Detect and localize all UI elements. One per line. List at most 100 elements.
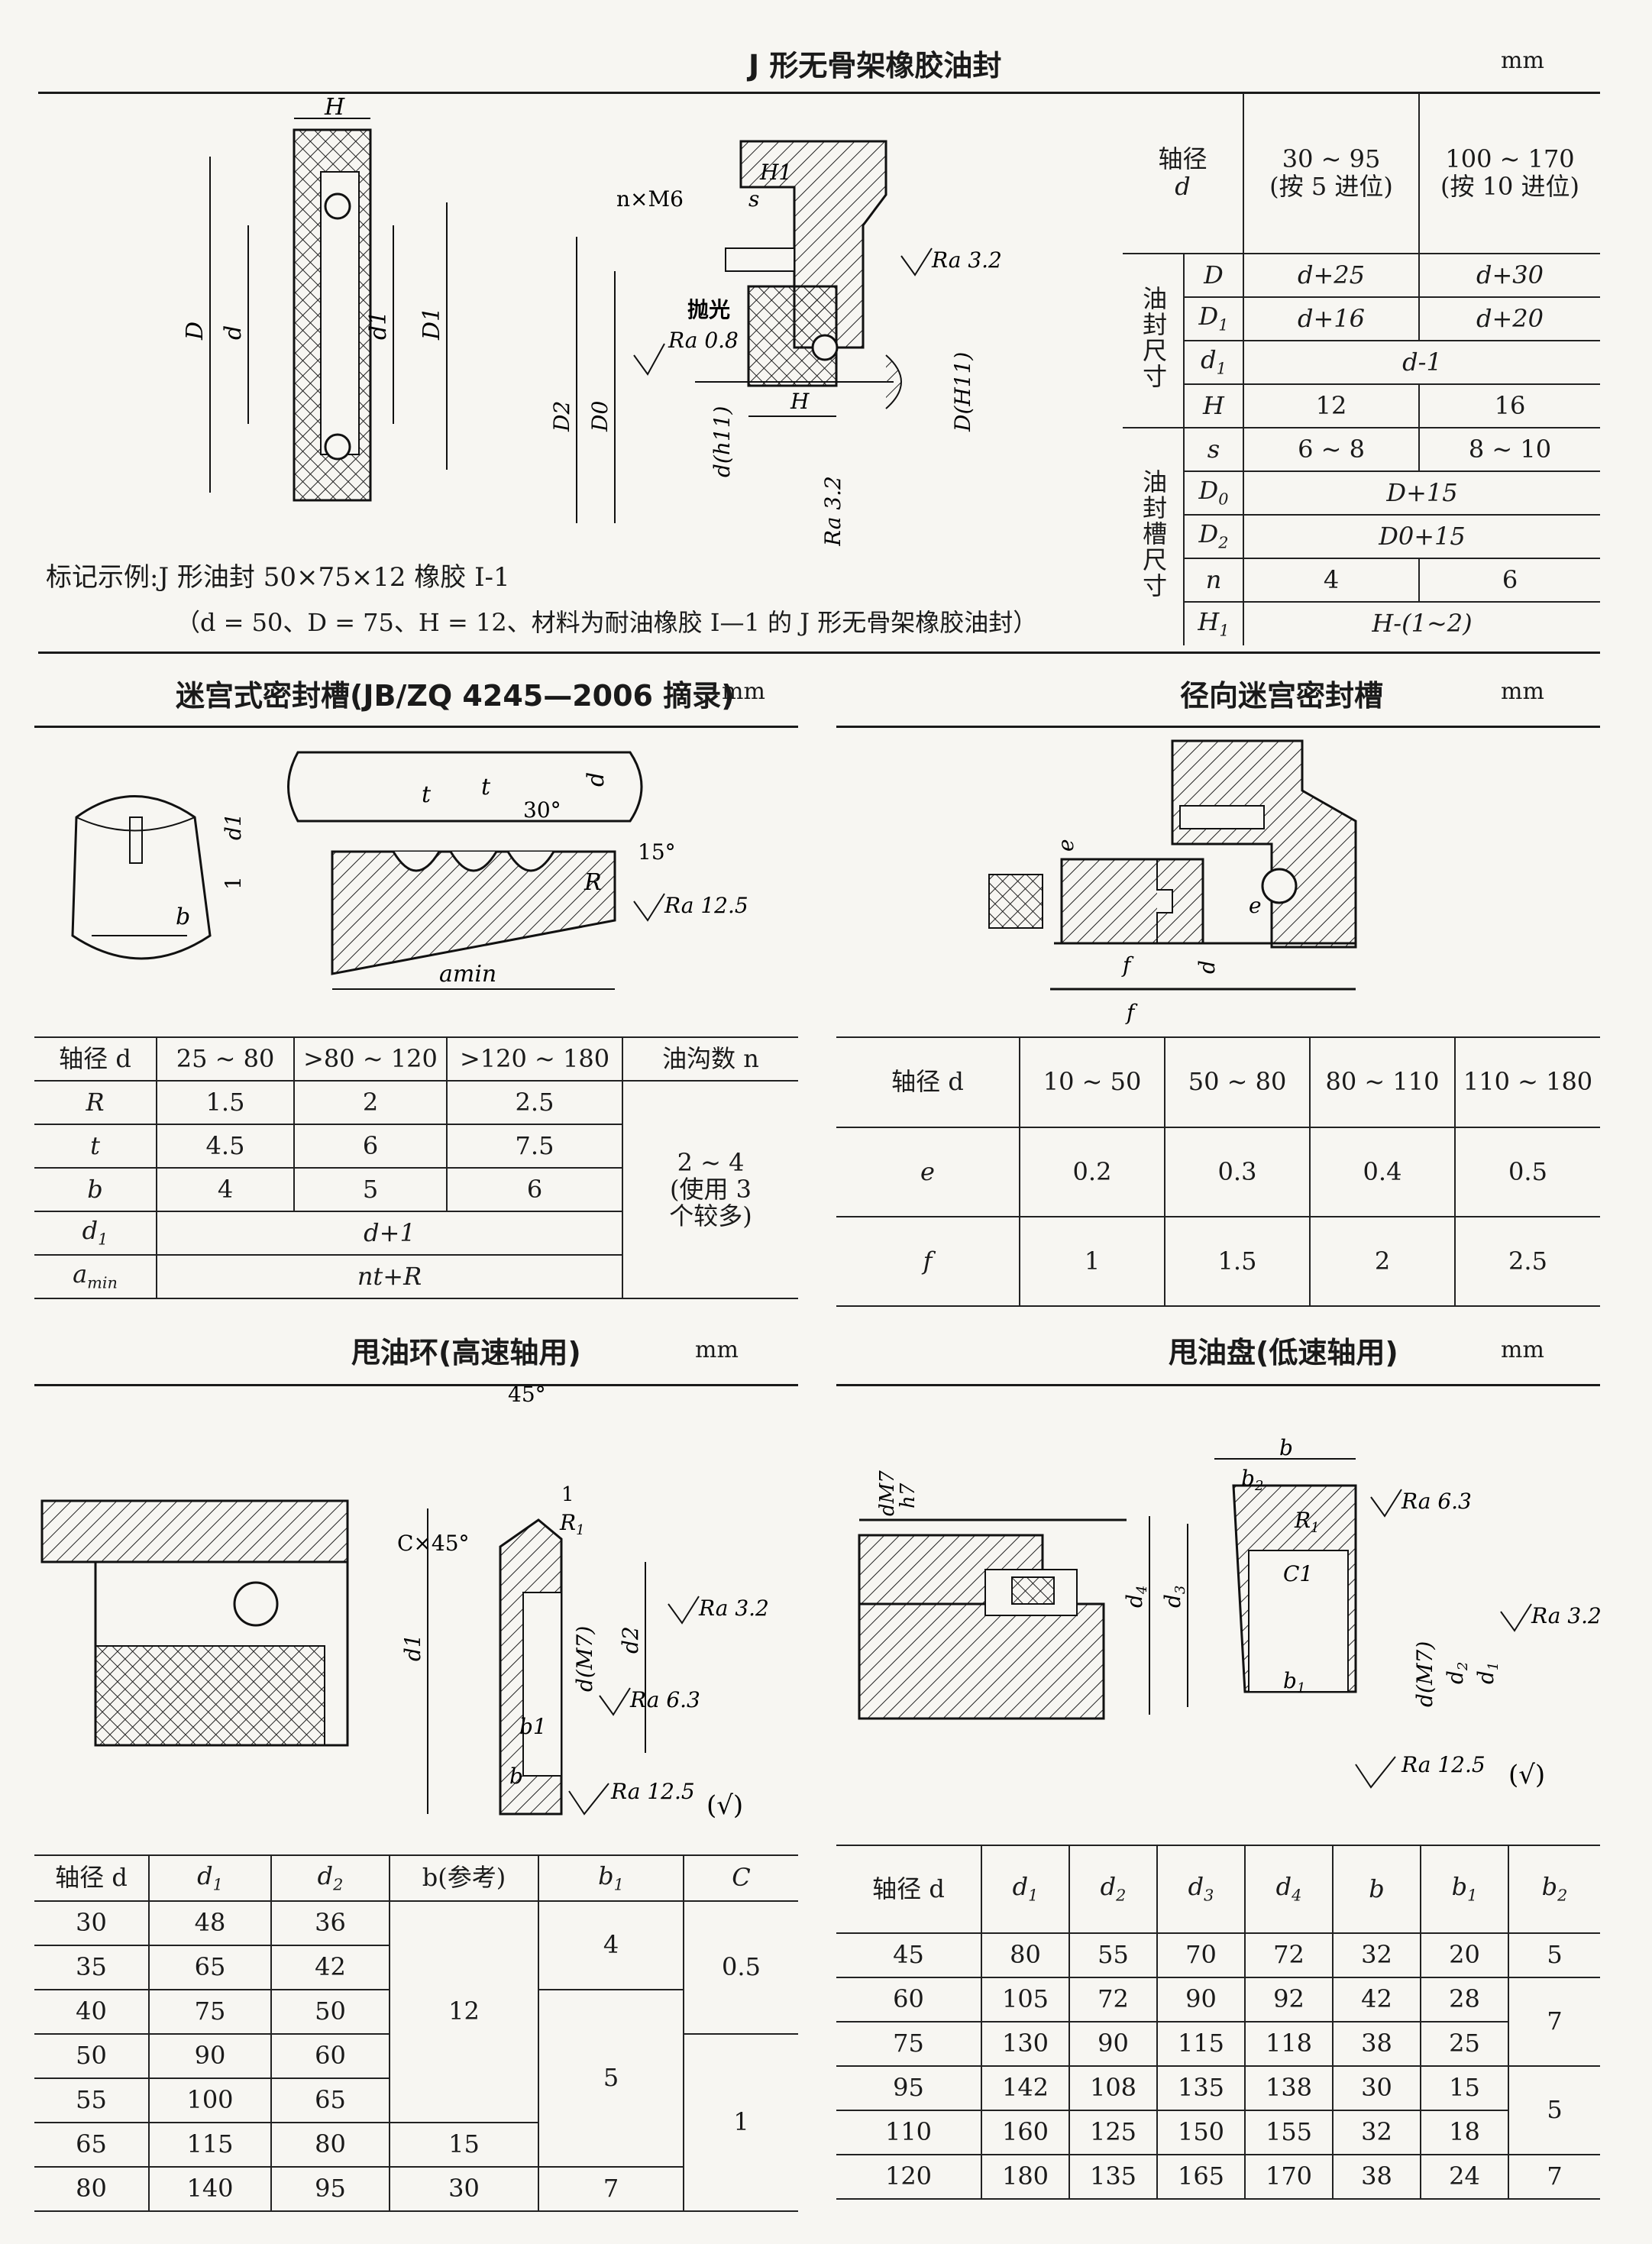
s1-head-range2: 100 ~ 170 (按 10 进位) [1418, 93, 1600, 254]
s4-b-12: 12 [389, 1900, 539, 2123]
s4-b1-5: 5 [538, 1989, 684, 2168]
s5-fig-b: b [1279, 1435, 1293, 1460]
table-row: 45 80 55 70 72 32 20 5 [836, 1932, 1600, 1978]
table-cell: 110 [836, 2110, 982, 2155]
s2-unit: mm [722, 678, 765, 705]
table-row: 60 105 72 90 92 42 28 7 [836, 1977, 1600, 2067]
table-cell: 180 [981, 2154, 1070, 2200]
table-row: 轴径 d 25 ~ 80 >80 ~ 120 >120 ~ 180 油沟数 n [34, 1036, 798, 1082]
table-cell: 32 [1332, 1932, 1421, 1978]
s1-fig-ra32: Ra 3.2 [931, 247, 1002, 273]
table-cell: 6 [446, 1167, 623, 1212]
s2-table: 轴径 d 25 ~ 80 >80 ~ 120 >120 ~ 180 油沟数 n … [34, 1036, 798, 1299]
s1-head-axis: 轴径 d [1123, 93, 1244, 254]
s2-fig-15deg: 15° [638, 839, 676, 865]
table-cell: 138 [1244, 2065, 1334, 2111]
s1-label-s: s [1183, 427, 1244, 472]
s5-b2-7: 7 [1508, 1977, 1600, 2067]
table-cell: 60 [836, 1977, 982, 2023]
s1-label-d1: d1 [1183, 340, 1244, 385]
s4-c-05: 0.5 [683, 1900, 798, 2035]
s5-table: 轴径 d d1 d2 d3 d4 b b1 b2 45 80 55 70 72 … [836, 1845, 1600, 2200]
table-row: b 4 5 6 [34, 1167, 798, 1212]
table-cell: 38 [1332, 2154, 1421, 2200]
table-cell: 30 [34, 1900, 150, 1946]
table-cell: 75 [148, 1989, 272, 2035]
s3-head-r2: 50 ~ 80 [1164, 1036, 1311, 1128]
s2-n-merged: 2 ~ 4 (使用 3 个较多) [622, 1080, 798, 1299]
s1-group-seal: 油封尺寸 [1123, 253, 1185, 428]
s3-fig-f1: f [1121, 952, 1134, 978]
table-cell: 160 [981, 2110, 1070, 2155]
table-row: 油封槽尺寸 s 6 ~ 8 8 ~ 10 [1123, 427, 1600, 645]
table-cell: 165 [1156, 2154, 1246, 2200]
s1-unit: mm [1501, 47, 1544, 74]
table-cell: 135 [1068, 2154, 1158, 2200]
table-row: 油封尺寸 D d+25 d+30 [1123, 253, 1600, 428]
s1-example-line1: 标记示例:J 形油封 50×75×12 橡胶 Ⅰ-1 [46, 562, 510, 593]
table-cell: 45 [836, 1932, 982, 1978]
table-cell: 6 [293, 1124, 448, 1169]
table-cell: 90 [148, 2033, 272, 2079]
s3-head-axis: 轴径 d [836, 1036, 1020, 1128]
s5-head-b2: b2 [1508, 1845, 1600, 1934]
s1-label-D: D [1183, 253, 1244, 298]
table-cell: 50 [270, 1989, 390, 2035]
table-cell: 2.5 [446, 1080, 623, 1125]
table-cell: 90 [1156, 1977, 1246, 2023]
s3-title: 径向迷宫密封槽 [1180, 679, 1384, 713]
table-cell: D0+15 [1243, 514, 1600, 559]
s4-head-axis: 轴径 d [34, 1854, 150, 1902]
table-cell: 150 [1156, 2110, 1246, 2155]
s5-fig-d4: d4 [1122, 1586, 1150, 1608]
table-cell: 0.2 [1019, 1127, 1165, 1217]
s4-c-1: 1 [683, 2033, 798, 2212]
table-cell: 4 [1243, 558, 1420, 603]
s5-fig-dM7b: d(M7) [1412, 1641, 1437, 1707]
table-cell: 50 [34, 2033, 150, 2079]
s1-title: J 形无骨架橡胶油封 [748, 49, 1002, 82]
table-row: 轴径 d 30 ~ 95 (按 5 进位) 100 ~ 170 (按 10 进位… [1123, 93, 1600, 254]
table-row: f 1 1.5 2 2.5 [836, 1216, 1600, 1307]
table-cell: 65 [148, 1945, 272, 1990]
table-row: t 4.5 6 7.5 [34, 1124, 798, 1169]
table-row: amin nt+R [34, 1254, 798, 1299]
s2-head-axis: 轴径 d [34, 1036, 157, 1082]
s2-head-n: 油沟数 n [622, 1036, 798, 1082]
s2-head-r2: >80 ~ 120 [293, 1036, 448, 1082]
table-cell: d+16 [1243, 296, 1420, 341]
s4-b1-4: 4 [538, 1900, 684, 1990]
s2-fig-1: 1 [221, 876, 246, 890]
table-row: 30 48 36 12 4 0.5 [34, 1900, 798, 2123]
table-cell: 142 [981, 2065, 1070, 2111]
table-row: e 0.2 0.3 0.4 0.5 [836, 1127, 1600, 1217]
table-row: 50 90 60 1 [34, 2033, 798, 2212]
table-cell: 24 [1420, 2154, 1509, 2200]
s5-head-axis: 轴径 d [836, 1845, 982, 1934]
s5-fig-b2: b2 [1241, 1466, 1263, 1494]
s3-head-r4: 110 ~ 180 [1454, 1036, 1600, 1128]
s5-rule [836, 1384, 1600, 1386]
table-cell: 100 [148, 2077, 272, 2123]
s1-fig-d: d [220, 325, 247, 340]
table-cell: 20 [1420, 1932, 1509, 1978]
s4-fig-b1: b1 [519, 1714, 547, 1739]
table-cell: 5 [1508, 1932, 1600, 1978]
table-cell: 40 [34, 1989, 150, 2035]
table-cell: 42 [1332, 1977, 1421, 2023]
table-cell: 135 [1156, 2065, 1246, 2111]
table-row: 120 180 135 165 170 38 24 7 [836, 2154, 1600, 2200]
table-cell: 0.3 [1164, 1127, 1311, 1217]
table-cell: 95 [270, 2166, 390, 2212]
s4-head-d2: d2 [270, 1854, 390, 1902]
s1-fig-d1: d1 [365, 311, 392, 340]
s4-fig-check: (√) [706, 1790, 743, 1821]
s4-unit: mm [695, 1337, 739, 1363]
table-cell: 120 [836, 2154, 982, 2200]
table-cell: 65 [270, 2077, 390, 2123]
s4-rule [34, 1384, 798, 1386]
table-row: 80 140 95 30 7 [34, 2166, 798, 2212]
table-cell: 48 [148, 1900, 272, 1946]
s5-fig-d2: d2 [1443, 1662, 1471, 1684]
s1-label-n: n [1183, 558, 1244, 603]
